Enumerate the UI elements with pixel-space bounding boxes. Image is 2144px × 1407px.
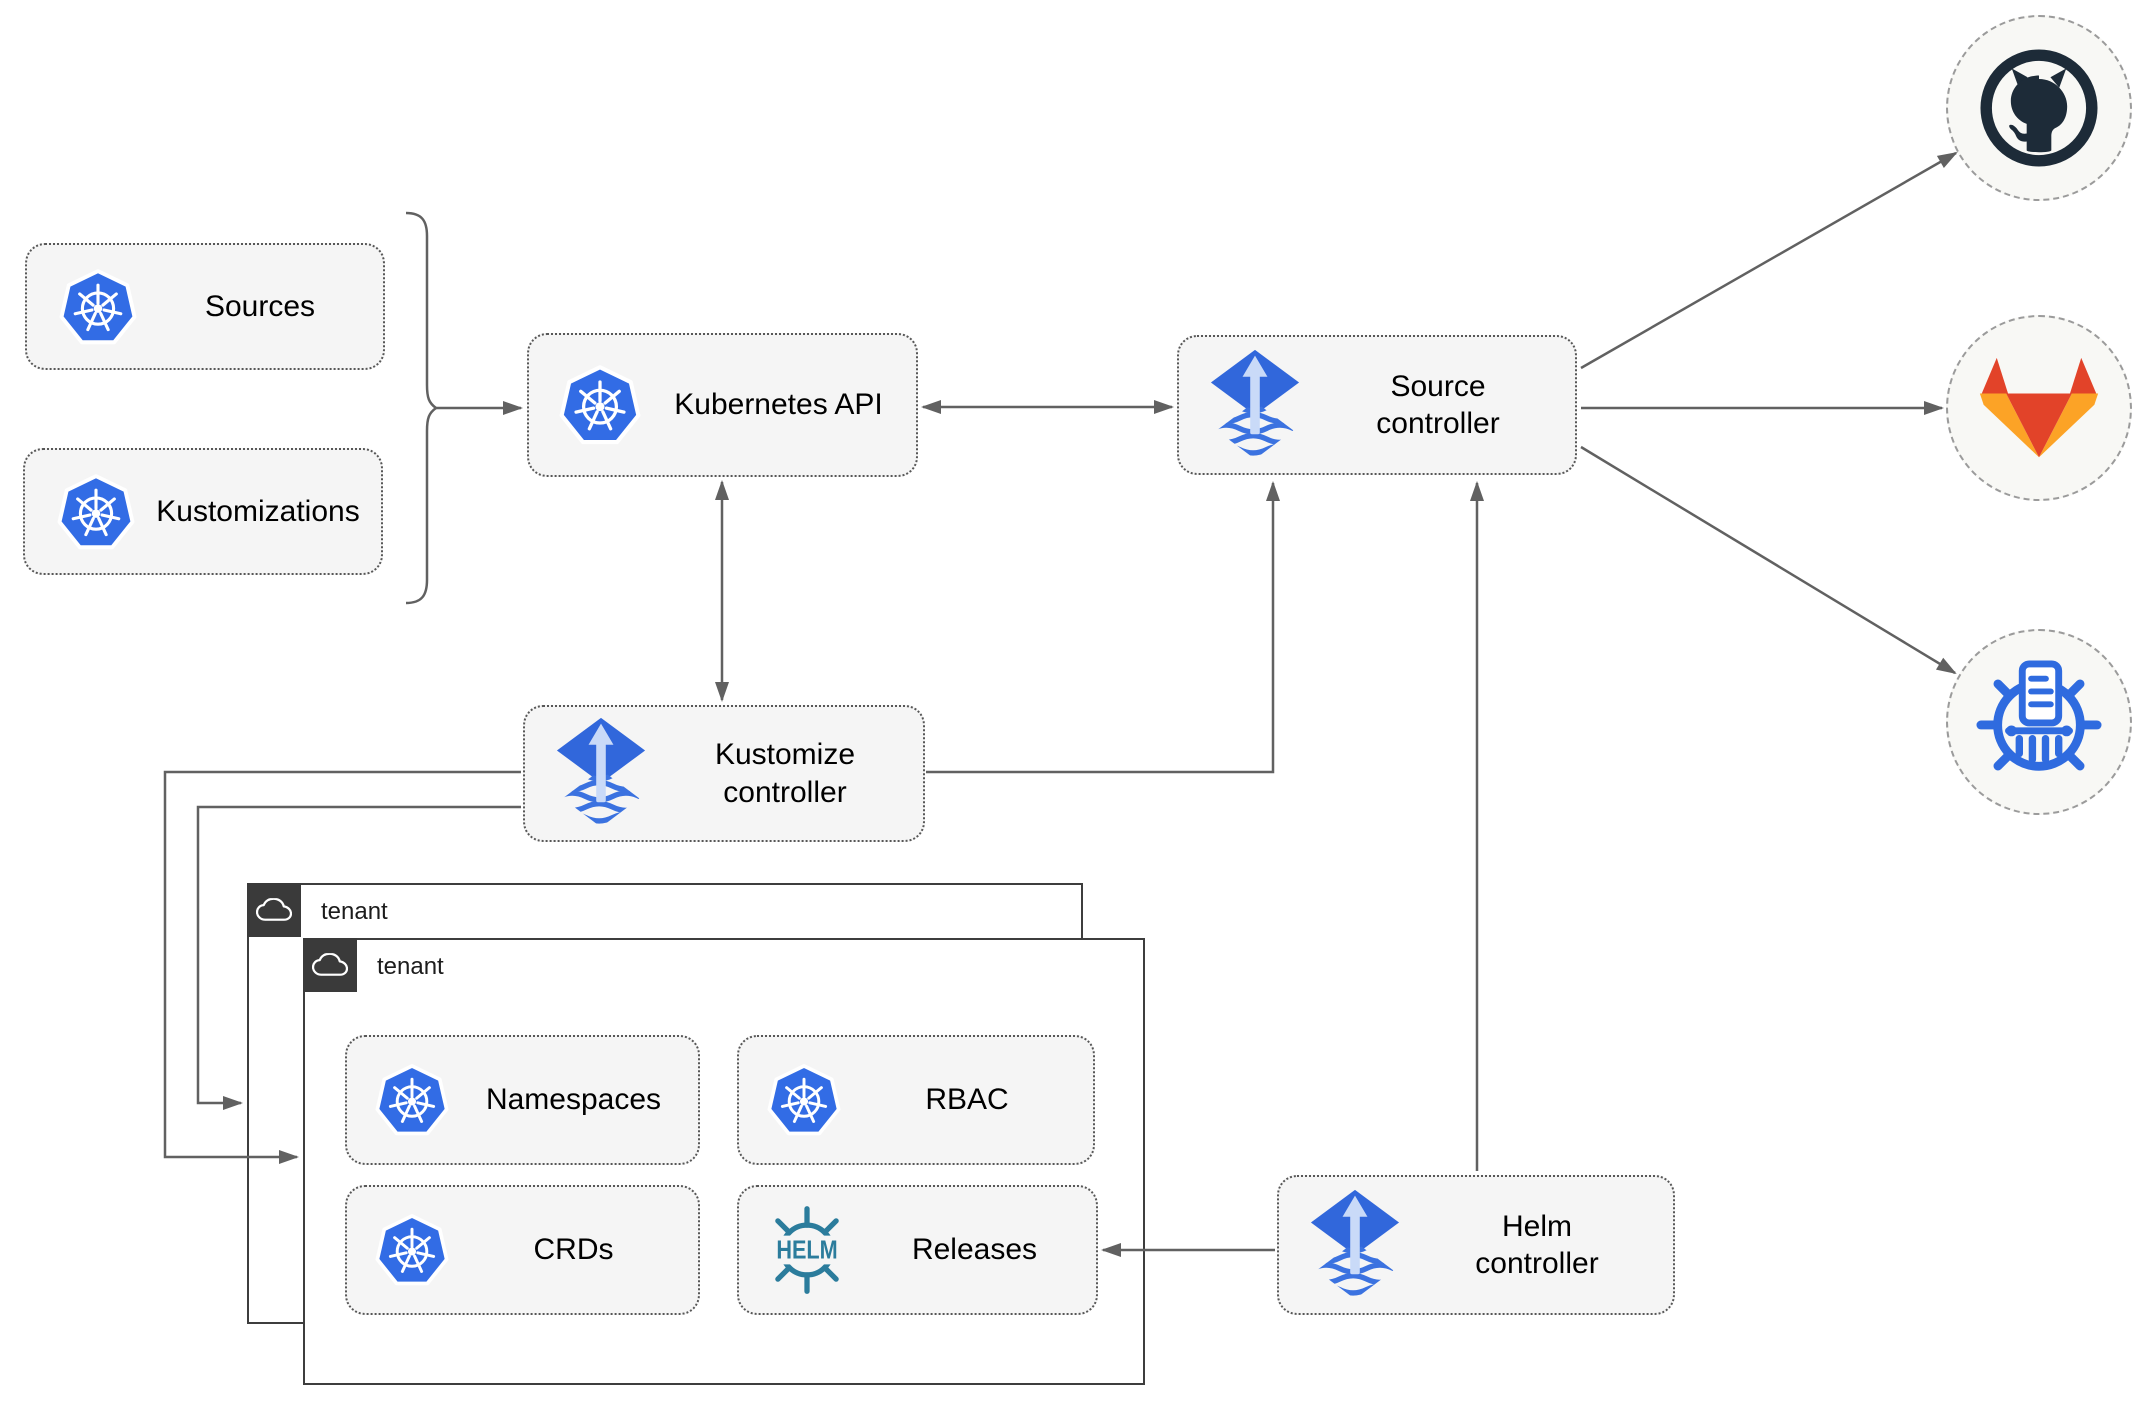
node-label: Kustomize controller: [714, 738, 856, 809]
flux-icon: [555, 716, 647, 831]
edge-source-to-chartmuseum: [1580, 445, 1957, 675]
github-icon: [1973, 42, 2105, 174]
edge-kustomize-to-source-controller: [926, 481, 1280, 774]
flux-icon: [1209, 348, 1301, 463]
node-label: CRDs: [533, 1233, 614, 1267]
kubernetes-icon: [559, 364, 641, 446]
tenant-back-label: tenant: [321, 898, 388, 925]
kubernetes-icon: [59, 268, 137, 346]
helm-logo-text: HELM: [776, 1237, 837, 1265]
node-namespaces: Namespaces: [345, 1035, 700, 1165]
remote-chartmuseum: [1946, 629, 2132, 815]
flux-icon: [1309, 1188, 1401, 1303]
kubernetes-icon: [375, 1063, 449, 1137]
kubernetes-icon: [375, 1213, 449, 1287]
node-kustomizations: Kustomizations: [23, 448, 383, 575]
node-source-controller: Source controller: [1177, 335, 1577, 475]
node-label: Sources: [204, 289, 316, 323]
kubernetes-icon: [767, 1063, 841, 1137]
node-crds: CRDs: [345, 1185, 700, 1315]
node-sources: Sources: [25, 243, 385, 370]
node-kubernetes-api: Kubernetes API: [527, 333, 918, 477]
node-rbac: RBAC: [737, 1035, 1095, 1165]
node-label: Kustomizations: [156, 494, 360, 528]
tenant-front-label: tenant: [377, 953, 444, 980]
node-label: Namespaces: [485, 1083, 662, 1117]
helm-icon: HELM: [761, 1204, 853, 1296]
node-releases: HELM Releases: [737, 1185, 1098, 1315]
node-label: Helm controller: [1475, 1209, 1599, 1281]
tenant-back-header: [246, 882, 301, 937]
tenant-front-header: [302, 937, 357, 992]
kubernetes-icon: [57, 473, 135, 551]
brace-sources-group: [405, 211, 439, 605]
node-kustomize-controller: Kustomize controller: [523, 705, 925, 842]
cloud-icon: [256, 898, 292, 921]
node-label: Releases: [911, 1233, 1038, 1267]
cloud-icon: [312, 953, 348, 976]
node-helm-controller: Helm controller: [1277, 1175, 1675, 1315]
node-label: RBAC: [925, 1083, 1009, 1117]
remote-github: [1946, 15, 2132, 201]
node-label: Source controller: [1376, 369, 1500, 441]
remote-gitlab: [1946, 315, 2132, 501]
node-label: Kubernetes API: [674, 388, 883, 422]
gitlab-icon: [1978, 352, 2100, 465]
edge-source-to-github: [1580, 151, 1958, 370]
chartmuseum-icon: [1975, 658, 2103, 786]
